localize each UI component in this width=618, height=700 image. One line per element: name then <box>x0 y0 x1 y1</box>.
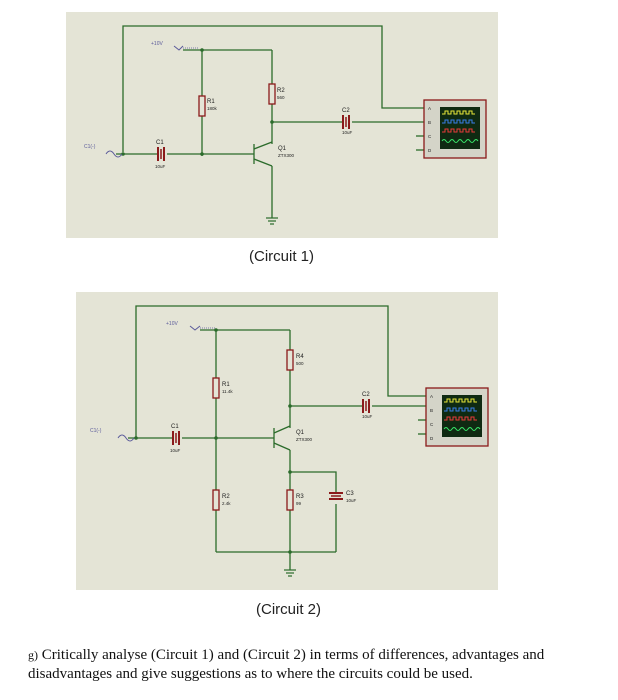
c2-r3-name: R3 <box>296 494 304 500</box>
c2-r1-name: R1 <box>222 382 230 388</box>
c1-scope-channel-b: B <box>428 120 431 125</box>
c2-q1-name: Q1 <box>296 430 305 436</box>
c1-r2-value: 560 <box>277 95 285 100</box>
c2-r1-value: 11.4k <box>222 389 233 394</box>
c2-r2-name: R2 <box>222 494 230 500</box>
question-block: g) Critically analyse (Circuit 1) and (C… <box>28 646 588 684</box>
c1-c1-value: 10uF <box>155 164 166 169</box>
c1-c2-name: C2 <box>342 108 350 114</box>
c1-r2-name: R2 <box>277 88 285 94</box>
c2-supply-label: +10V <box>166 321 178 327</box>
c2-oscilloscope: A B C D <box>425 387 489 447</box>
c1-r1-value: 180k <box>207 106 218 111</box>
c1-scope-channel-d: D <box>428 148 432 153</box>
c2-c2-value: 10uF <box>362 414 373 419</box>
c2-source-label: C1(-) <box>90 428 102 434</box>
circuit-1-schematic: +10V C1(-) R1 180k R2 560 C1 10uF C2 10u… <box>84 25 487 225</box>
c1-q1-value: ZTX300 <box>278 153 295 158</box>
c1-supply-label: +10V <box>151 41 163 47</box>
c1-scope-channel-c: C <box>428 134 432 139</box>
c2-c3-name: C3 <box>346 491 354 497</box>
question-number: g) <box>28 648 38 662</box>
circuit-2-caption: (Circuit 2) <box>256 601 322 618</box>
c2-c1-value: 10uF <box>170 448 181 453</box>
c1-q1-name: Q1 <box>278 146 287 152</box>
c2-scope-channel-d: D <box>430 436 434 441</box>
question-text: Critically analyse (Circuit 1) and (Circ… <box>28 647 545 682</box>
c1-c2-value: 10uF <box>342 130 353 135</box>
c2-r4-value: 500 <box>296 361 304 366</box>
c2-scope-channel-c: C <box>430 422 434 427</box>
c1-scope-channel-a: A <box>428 106 431 111</box>
circuit-2-panel: +10V C1(-) R1 11.4k R2 2.4k R4 500 R3 99… <box>76 292 498 590</box>
c1-c1-name: C1 <box>156 140 164 146</box>
circuit-1-caption: (Circuit 1) <box>249 248 315 265</box>
c1-oscilloscope: A B C D <box>423 99 487 159</box>
c2-scope-channel-a: A <box>430 394 433 399</box>
c2-r3-value: 99 <box>296 501 302 506</box>
circuit-1-panel: +10V C1(-) R1 180k R2 560 C1 10uF C2 10u… <box>66 12 498 238</box>
c2-r2-value: 2.4k <box>222 501 231 506</box>
c2-r4-name: R4 <box>296 354 304 360</box>
c2-c3-value: 10uF <box>346 498 357 503</box>
c1-r1-name: R1 <box>207 99 215 105</box>
circuit-2-schematic: +10V C1(-) R1 11.4k R2 2.4k R4 500 R3 99… <box>90 305 489 577</box>
c2-q1-value: ZTX300 <box>296 437 313 442</box>
c1-source-label: C1(-) <box>84 144 96 150</box>
c2-c2-name: C2 <box>362 392 370 398</box>
c2-scope-channel-b: B <box>430 408 433 413</box>
c2-c1-name: C1 <box>171 424 179 430</box>
